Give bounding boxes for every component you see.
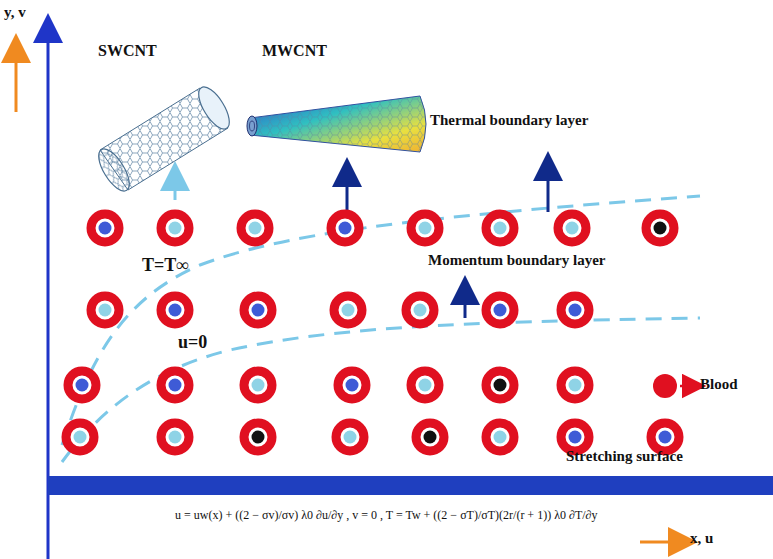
blood-cell (68, 371, 96, 399)
nanoparticle (569, 304, 582, 317)
nanoparticle (342, 304, 355, 317)
blood-cell (486, 423, 514, 451)
blood-arrow (680, 385, 694, 388)
condition-label: T=T∞ (142, 255, 189, 276)
blood-cell (336, 423, 364, 451)
tube-label: MWCNT (262, 42, 327, 60)
blood-cell (161, 214, 189, 242)
swcnt-image (93, 82, 235, 195)
blood-cell (91, 214, 119, 242)
axis-label: x, u (690, 530, 713, 547)
nanoparticle (169, 431, 182, 444)
nanoparticle (494, 379, 507, 392)
nanoparticle (414, 304, 427, 317)
thermal-arrow (547, 166, 550, 212)
blood-cell (91, 296, 119, 324)
boundary-condition: u = uw(x) + ((2 − σv)/σv) λ0 ∂u/∂y , v =… (175, 508, 597, 523)
nanoparticle (169, 379, 182, 392)
nanoparticle (252, 379, 265, 392)
nanoparticle (99, 304, 112, 317)
swcnt-arrow (174, 176, 177, 200)
blood-cell (338, 371, 366, 399)
blood-cell (334, 296, 362, 324)
nanoparticle (494, 222, 507, 235)
blood-cell (561, 296, 589, 324)
region-label: Thermal boundary layer (430, 112, 588, 129)
nanoparticle (252, 431, 265, 444)
nanoparticle (494, 304, 507, 317)
momentum-arrow (464, 290, 467, 318)
surface-label: Stretching surface (566, 448, 683, 465)
nanoparticle (654, 222, 667, 235)
tube-label: SWCNT (98, 42, 157, 60)
blood-cell (558, 214, 586, 242)
blood-cell (406, 296, 434, 324)
blood-cell (561, 423, 589, 451)
blood-cell (241, 214, 269, 242)
blood-cell (66, 423, 94, 451)
nanoparticle (339, 222, 352, 235)
blood-cell (331, 214, 359, 242)
nanoparticle (344, 431, 357, 444)
blood-cell (161, 371, 189, 399)
nanoparticle (659, 431, 672, 444)
nanoparticle (99, 222, 112, 235)
nanoparticle (566, 222, 579, 235)
nanoparticle (419, 222, 432, 235)
blood-label: Blood (700, 376, 738, 393)
axis-label: y, v (4, 4, 26, 21)
nanoparticle (494, 431, 507, 444)
nanoparticle (346, 379, 359, 392)
nanoparticle (252, 304, 265, 317)
blood-cell (486, 296, 514, 324)
blood-sample (653, 374, 677, 398)
blood-cell (244, 371, 272, 399)
x-arrow (640, 541, 683, 544)
nanoparticle (424, 431, 437, 444)
stretching-surface (48, 476, 773, 495)
blood-cell (161, 423, 189, 451)
nanoparticle (169, 222, 182, 235)
blood-cell (244, 296, 272, 324)
blood-cell (244, 423, 272, 451)
blood-cell (646, 214, 674, 242)
blood-cell (161, 296, 189, 324)
blood-cell (651, 423, 679, 451)
nanoparticle (569, 431, 582, 444)
nanoparticle (419, 379, 432, 392)
y-arrow (15, 48, 18, 112)
nanoparticle (76, 379, 89, 392)
nanoparticle (249, 222, 262, 235)
condition-label: u=0 (178, 332, 207, 353)
blood-cell (561, 371, 589, 399)
blood-cell (486, 214, 514, 242)
blood-cell (416, 423, 444, 451)
blood-cell (411, 214, 439, 242)
mwcnt-image (247, 96, 426, 152)
region-label: Momentum boundary layer (428, 252, 606, 269)
momentum-boundary-line (62, 318, 700, 462)
blood-cell (411, 371, 439, 399)
nanoparticle (74, 431, 87, 444)
nanoparticle (569, 379, 582, 392)
nanoparticle (169, 304, 182, 317)
blood-cell (486, 371, 514, 399)
blood-cells (66, 214, 679, 451)
